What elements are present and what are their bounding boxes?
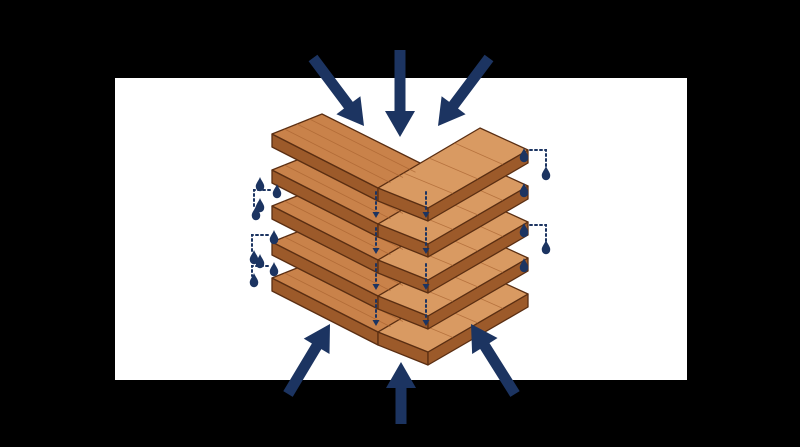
pressure-arrow-icon	[471, 324, 520, 397]
pressure-arrow-top	[385, 50, 415, 137]
pressure-arrow-icon	[283, 324, 330, 397]
pressure-arrow-bottom-right	[471, 324, 520, 397]
water-droplet-icon	[541, 166, 551, 181]
wood-grain	[284, 236, 391, 292]
pressure-arrow-icon	[438, 54, 494, 127]
timber-layer-1	[271, 113, 529, 222]
pressure-arrow-bottom	[386, 362, 416, 424]
flow-arrowhead-icon	[422, 248, 430, 254]
water-droplet-icon	[255, 198, 265, 213]
moisture-path-left-2	[251, 234, 269, 253]
water-droplet-icon	[519, 223, 529, 238]
flow-arrowhead-icon	[422, 284, 430, 290]
wood-grain	[309, 118, 416, 173]
moisture-path-right-1	[529, 149, 547, 169]
water-droplet-icon	[255, 177, 265, 192]
water-droplet-icon	[251, 206, 261, 221]
wood-grain	[284, 128, 391, 184]
water-droplet-icon	[249, 273, 259, 288]
pressure-arrow-top-right	[438, 54, 494, 127]
pressure-arrow-icon	[308, 54, 364, 127]
water-droplet-icon	[541, 240, 551, 255]
water-droplet-icon	[519, 258, 529, 273]
water-droplet-icon	[519, 148, 529, 163]
wood-grain	[403, 172, 454, 194]
moisture-path-right-2	[529, 224, 547, 244]
pressure-arrow-bottom-left	[283, 324, 330, 397]
pressure-arrow-icon	[386, 362, 416, 424]
pressure-arrow-top-left	[308, 54, 364, 127]
flow-arrowhead-icon	[422, 320, 430, 326]
water-droplet-icon	[519, 183, 529, 198]
wood-grain	[454, 142, 504, 165]
water-droplet-icon	[249, 250, 259, 265]
pressure-arrow-icon	[385, 50, 415, 137]
water-droplet-icon	[269, 262, 279, 277]
water-droplet-icon	[269, 230, 279, 245]
water-droplet-icon	[272, 184, 282, 199]
flow-arrowhead-icon	[372, 284, 380, 290]
moisture-path-left-3	[251, 265, 269, 277]
wood-grain	[428, 157, 479, 180]
moisture-path-left-1	[253, 189, 271, 209]
flow-arrowhead-icon	[422, 212, 430, 218]
wood-grain	[284, 272, 391, 328]
water-droplet-icon	[255, 254, 265, 269]
flow-arrowhead-icon	[372, 212, 380, 218]
wood-grain	[284, 164, 391, 220]
wood-grain	[284, 200, 391, 256]
flow-arrowhead-icon	[372, 248, 380, 254]
wood-grain	[296, 123, 404, 178]
flow-arrowhead-icon	[372, 320, 380, 326]
